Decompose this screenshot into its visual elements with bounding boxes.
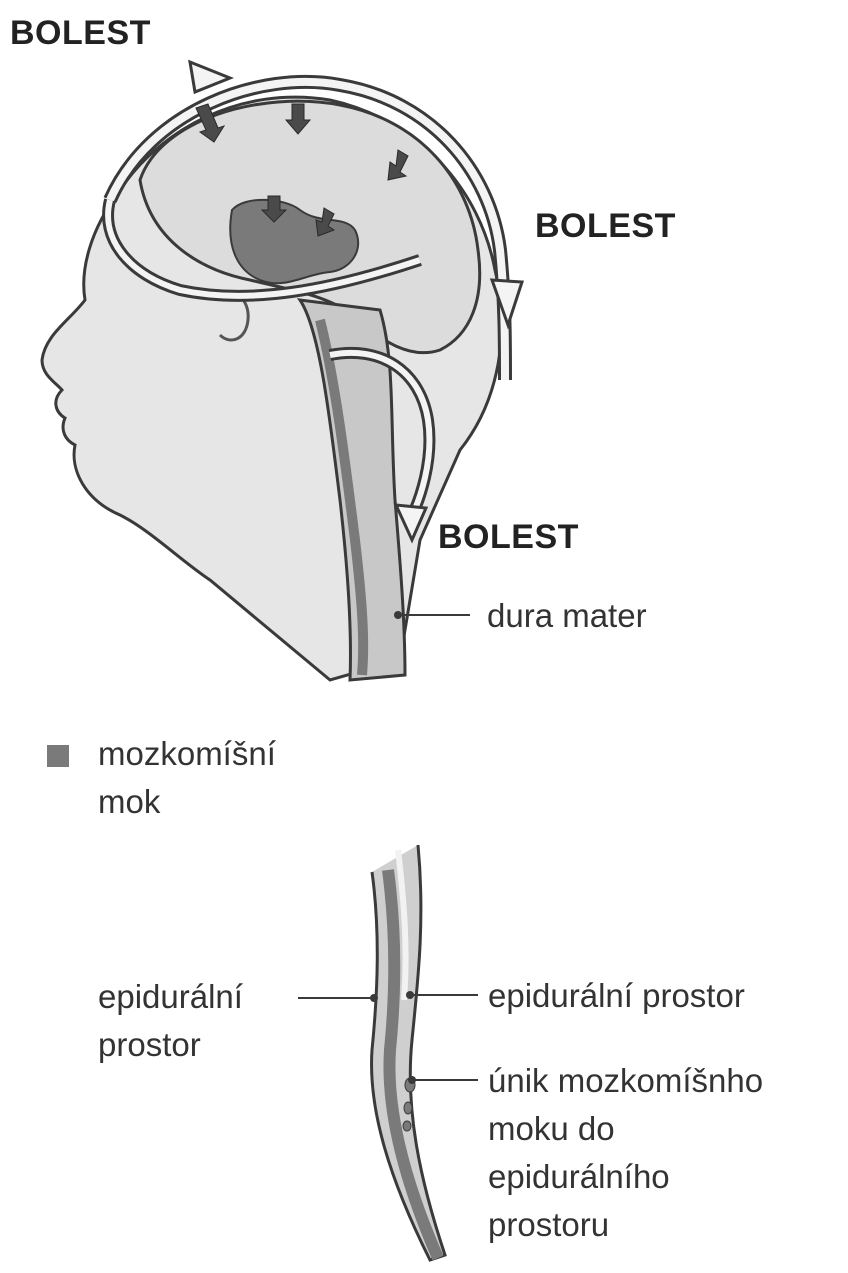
leak-line4: prostoru — [488, 1201, 843, 1249]
epidural-right-label: epidurální prostor — [488, 972, 745, 1020]
pain-label-right: BOLEST — [535, 207, 676, 246]
legend-csf-line2: mok — [98, 778, 398, 826]
dura-mater-dot — [394, 611, 402, 619]
epidural-left-label: epidurální prostor — [98, 973, 298, 1069]
leak-line1: únik mozkomíšnho — [488, 1057, 843, 1105]
legend-csf-label: mozkomíšní mok — [98, 730, 398, 826]
leak-line2: moku do — [488, 1105, 843, 1153]
leak-line3: epidurálního — [488, 1153, 843, 1201]
leak-dot — [408, 1076, 416, 1084]
pain-label-top: BOLEST — [10, 14, 151, 53]
epidural-right-dot — [406, 991, 414, 999]
pain-label-neck: BOLEST — [438, 518, 579, 557]
leak-label: únik mozkomíšnho moku do epidurálního pr… — [488, 1057, 843, 1249]
arrowhead-top — [190, 62, 230, 92]
epidural-left-line2: prostor — [98, 1021, 298, 1069]
dura-mater-label: dura mater — [487, 592, 647, 640]
legend-csf-line1: mozkomíšní — [98, 730, 398, 778]
epidural-left-line1: epidurální — [98, 973, 298, 1021]
epidural-left-dot — [370, 994, 378, 1002]
legend-csf-swatch — [47, 745, 69, 767]
